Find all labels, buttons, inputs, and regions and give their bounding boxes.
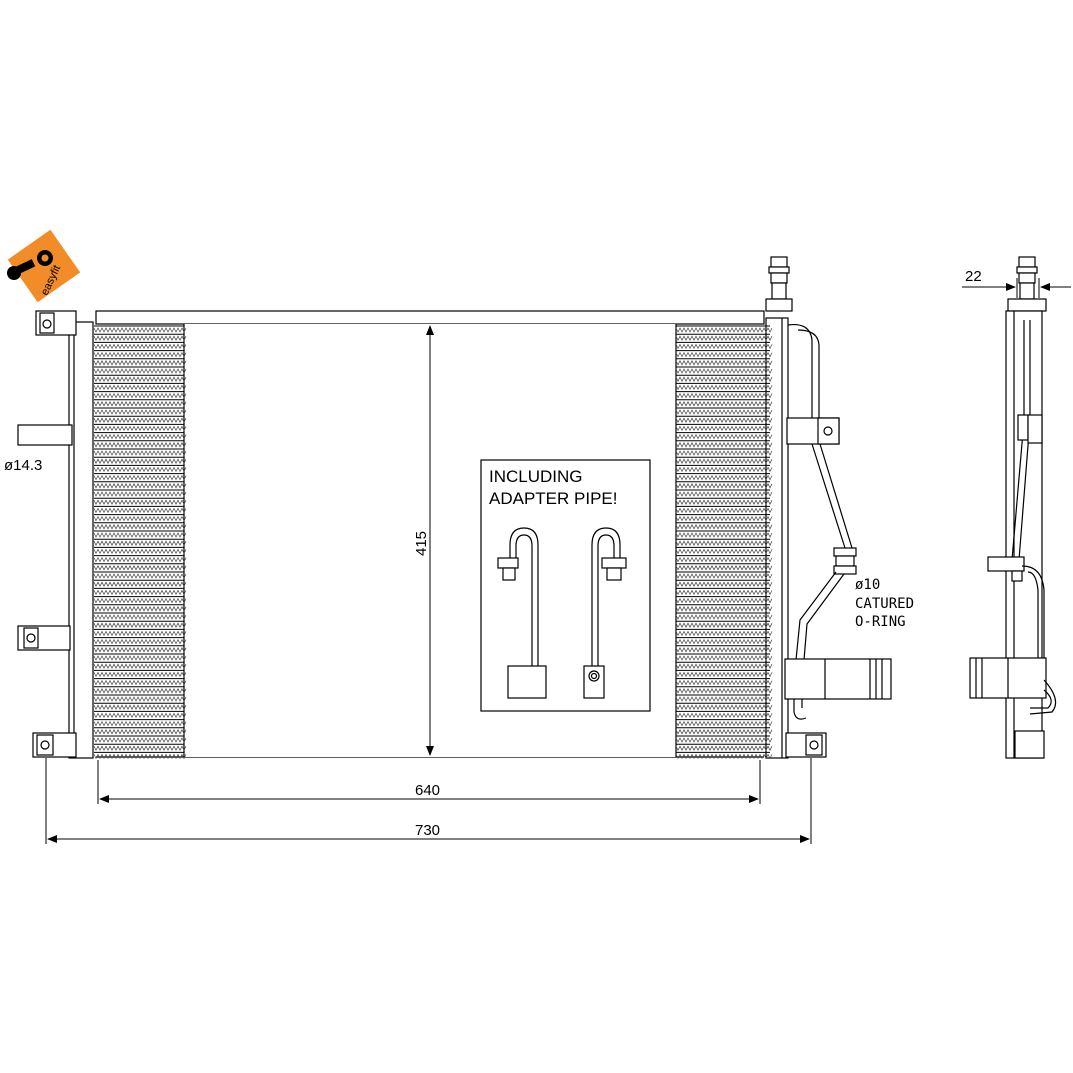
adapter-pipe-left	[497, 527, 547, 699]
receiver-drier	[784, 658, 892, 700]
dim-overall-width-label: 730	[415, 822, 440, 839]
fin-band-left	[93, 325, 187, 760]
wrench-icon	[7, 250, 53, 280]
adapter-pipe-right	[583, 527, 627, 699]
fin-band-right	[675, 325, 773, 760]
adapter-pipe-callout: INCLUDING ADAPTER PIPE!	[480, 459, 651, 712]
callout-line-1: INCLUDING	[489, 467, 583, 486]
bracket-mid-left	[17, 424, 73, 446]
dimension-overall-width	[45, 758, 812, 844]
note-line-3: O-RING	[855, 614, 906, 630]
condenser-side-view	[969, 256, 1057, 759]
bracket-lower-left	[17, 625, 71, 651]
easyfit-logo: easyfit	[7, 229, 81, 303]
dim-height-label: 415	[413, 531, 430, 556]
bracket-top-left	[35, 310, 77, 336]
note-line-2: CATURED	[855, 596, 914, 612]
left-tank	[68, 321, 94, 759]
callout-line-2: ADAPTER PIPE!	[489, 489, 617, 508]
dimension-core-width	[97, 760, 761, 804]
top-connector	[770, 256, 788, 268]
left-brackets	[17, 310, 77, 758]
note-line-1: ø10	[855, 577, 880, 593]
right-piping	[765, 256, 892, 758]
pipe-diameter-label: ø14.3	[4, 457, 42, 474]
dimension-side-depth	[962, 278, 1071, 298]
top-header-bar	[95, 310, 765, 325]
bracket-bottom-left	[32, 732, 77, 758]
bracket-bottom-right	[785, 732, 827, 758]
dim-side-depth-label: 22	[965, 268, 982, 285]
dim-core-width-label: 640	[415, 782, 440, 799]
